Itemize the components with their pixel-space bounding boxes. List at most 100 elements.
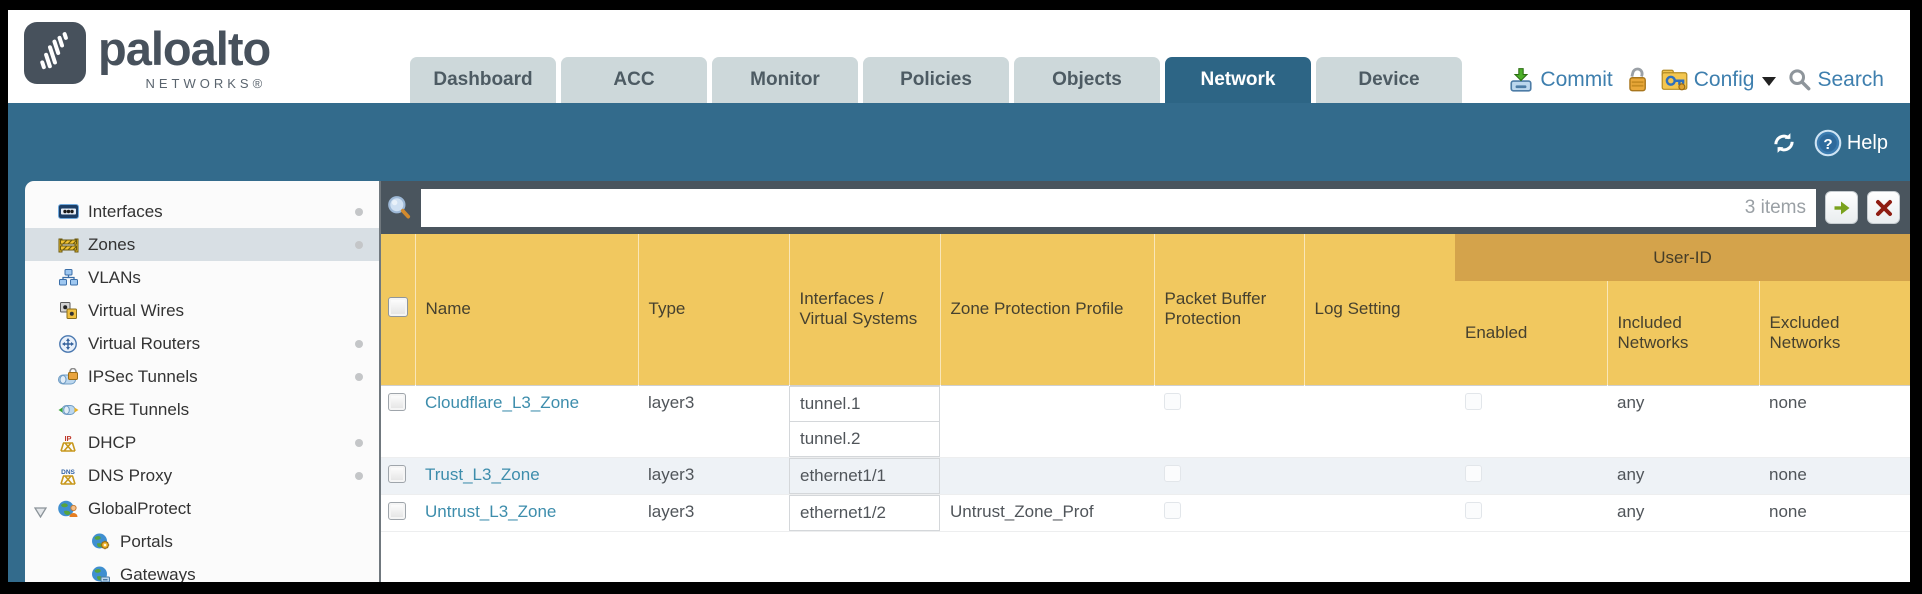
interface-entry: tunnel.2 — [789, 420, 940, 457]
table-row: Untrust_L3_Zone layer3 ethernet1/2 Untru… — [381, 494, 1910, 531]
sidebar-item-ipsec-tunnels[interactable]: IPSec Tunnels — [25, 360, 379, 393]
apply-filter-button[interactable] — [1825, 191, 1858, 224]
brand-sub: NETWORKS® — [145, 76, 267, 91]
svg-text:IP: IP — [64, 434, 71, 443]
help-button[interactable]: ? Help — [1814, 129, 1888, 157]
sidebar-item-virtual-wires[interactable]: Virtual Wires — [25, 294, 379, 327]
sidebar-item-dns-proxy[interactable]: DNS DNS Proxy — [25, 459, 379, 492]
column-header-interfaces[interactable]: Interfaces / Virtual Systems — [788, 234, 940, 385]
log-setting — [1304, 385, 1455, 457]
select-all-checkbox[interactable] — [388, 296, 408, 317]
filter-bar: 3 items — [381, 181, 1910, 234]
interfaces-icon — [57, 203, 79, 221]
zone-protection-profile — [940, 457, 1154, 494]
row-checkbox[interactable] — [388, 392, 406, 411]
content-area: Interfaces Zones VLANs Vir — [8, 181, 1910, 582]
clear-filter-button[interactable] — [1867, 191, 1900, 224]
global-search-button[interactable]: Search — [1788, 68, 1884, 92]
status-dot — [355, 241, 363, 249]
sidebar-item-zones[interactable]: Zones — [25, 228, 379, 261]
tab-acc[interactable]: ACC — [561, 57, 707, 103]
tab-policies[interactable]: Policies — [863, 57, 1009, 103]
log-setting — [1304, 494, 1455, 531]
sidebar-item-dhcp[interactable]: IP DHCP — [25, 426, 379, 459]
zone-name-link[interactable]: Trust_L3_Zone — [425, 464, 540, 484]
sidebar-item-label: GRE Tunnels — [88, 399, 190, 419]
filter-field: 3 items — [421, 188, 1816, 227]
status-dot — [355, 340, 363, 348]
sidebar-item-virtual-routers[interactable]: Virtual Routers — [25, 327, 379, 360]
sidebar-item-gre-tunnels[interactable]: GRE Tunnels — [25, 393, 379, 426]
filter-search-icon — [388, 195, 411, 219]
soundwave-icon — [40, 32, 68, 70]
column-header-zone-protection[interactable]: Zone Protection Profile — [939, 234, 1154, 385]
sidebar-item-label: Gateways — [120, 564, 196, 583]
userid-enabled-checkbox — [1465, 501, 1482, 519]
sidebar-item-label: Interfaces — [88, 201, 163, 221]
refresh-icon[interactable] — [1770, 129, 1798, 157]
vlans-icon — [57, 269, 79, 287]
select-all-header — [381, 234, 415, 385]
row-checkbox[interactable] — [388, 501, 406, 520]
column-header-type[interactable]: Type — [637, 234, 789, 385]
sidebar-item-label: Virtual Wires — [88, 300, 185, 320]
expand-caret-icon[interactable] — [33, 503, 48, 523]
packet-buffer-checkbox — [1164, 501, 1181, 519]
status-dot — [355, 439, 363, 447]
interface-entry: tunnel.1 — [789, 385, 940, 422]
commit-button[interactable]: Commit — [1508, 67, 1613, 93]
network-sidebar: Interfaces Zones VLANs Vir — [25, 181, 379, 582]
included-networks: any — [1617, 464, 1645, 484]
sidebar-item-label: DHCP — [88, 432, 137, 452]
column-header-packet-buffer[interactable]: Packet Buffer Protection — [1153, 234, 1304, 385]
table-header: Name Type Interfaces / Virtual Systems Z… — [381, 234, 1910, 385]
red-x-icon — [1875, 199, 1892, 216]
config-label: Config — [1693, 67, 1755, 91]
dhcp-icon: IP — [57, 434, 79, 452]
column-header-log-setting[interactable]: Log Setting — [1303, 234, 1455, 385]
zone-name-link[interactable]: Untrust_L3_Zone — [425, 501, 557, 521]
brand-word: paloalto — [98, 22, 271, 75]
sidebar-item-globalprotect[interactable]: GlobalProtect — [25, 492, 379, 525]
search-icon — [1789, 69, 1811, 91]
logo-text: paloalto NETWORKS® — [98, 22, 271, 91]
sidebar-item-label: Virtual Routers — [88, 333, 201, 353]
filter-input[interactable] — [421, 188, 1816, 227]
tab-objects[interactable]: Objects — [1014, 57, 1160, 103]
column-header-excluded-networks[interactable]: Excluded Networks — [1758, 281, 1910, 385]
sidebar-item-label: IPSec Tunnels — [88, 366, 198, 386]
log-setting — [1304, 457, 1455, 494]
lock-icon[interactable] — [1625, 66, 1649, 93]
column-header-enabled[interactable]: Enabled — [1455, 281, 1607, 385]
status-dot — [355, 373, 363, 381]
zone-name-link[interactable]: Cloudflare_L3_Zone — [425, 392, 580, 412]
config-dropdown-button[interactable]: Config — [1661, 67, 1777, 92]
paloalto-logo: paloalto NETWORKS® — [24, 22, 271, 91]
tab-network[interactable]: Network — [1165, 57, 1311, 103]
column-header-name[interactable]: Name — [414, 234, 638, 385]
tab-device[interactable]: Device — [1316, 57, 1462, 103]
userid-enabled-checkbox — [1465, 464, 1482, 482]
sidebar-item-vlans[interactable]: VLANs — [25, 261, 379, 294]
sidebar-item-interfaces[interactable]: Interfaces — [25, 195, 379, 228]
sidebar-item-portals[interactable]: Portals — [25, 525, 379, 558]
sidebar-item-gateways[interactable]: Gateways — [25, 558, 379, 582]
zones-icon — [57, 236, 79, 254]
svg-text:DNS: DNS — [61, 469, 75, 476]
row-checkbox[interactable] — [388, 464, 406, 483]
included-networks: any — [1617, 392, 1645, 412]
tab-dashboard[interactable]: Dashboard — [410, 57, 556, 103]
zones-table-wrap: Name Type Interfaces / Virtual Systems Z… — [381, 234, 1910, 582]
column-header-included-networks[interactable]: Included Networks — [1606, 281, 1759, 385]
globalprotect-icon — [57, 500, 79, 518]
tab-monitor[interactable]: Monitor — [712, 57, 858, 103]
commit-icon — [1510, 67, 1532, 92]
excluded-networks: none — [1769, 464, 1807, 484]
browser-viewport: paloalto NETWORKS® Dashboard ACC Monitor… — [8, 10, 1910, 582]
search-label: Search — [1817, 67, 1884, 91]
main-nav-tabs: Dashboard ACC Monitor Policies Objects N… — [410, 57, 1462, 103]
userid-enabled-checkbox — [1465, 392, 1482, 410]
excluded-networks: none — [1769, 501, 1807, 521]
gateways-icon — [89, 566, 111, 582]
